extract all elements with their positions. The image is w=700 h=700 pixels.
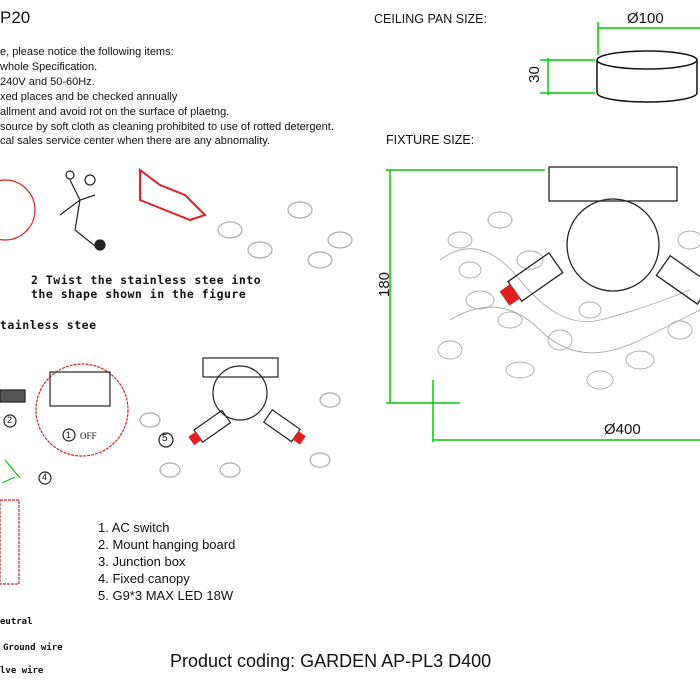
notice-line: allment and avoid rot on the surface of … — [0, 105, 230, 118]
notice-line: whole Specification. — [0, 60, 98, 73]
step1-illustration — [0, 168, 353, 269]
ceiling-pan-dimensions — [540, 22, 700, 95]
step2-line2: the shape shown in the figure — [31, 287, 247, 301]
callout-4: 4 — [42, 472, 48, 482]
ceiling-pan-drawing — [596, 50, 698, 103]
stainless-label: tainless stee — [0, 318, 97, 332]
legend-item: 5. G9*3 MAX LED 18W — [98, 588, 234, 603]
fixture-size-label: FIXTURE SIZE: — [386, 133, 475, 147]
callout-1-label: OFF — [80, 431, 97, 441]
notice-line: source by soft cloth as cleaning prohibi… — [0, 120, 334, 133]
parts-legend: 1. AC switch 2. Mount hanging board 3. J… — [98, 519, 235, 604]
ceiling-pan-diameter: Ø100 — [627, 10, 664, 27]
fixture-height: 180 — [376, 271, 394, 298]
fixture-drawing — [437, 166, 700, 390]
product-coding: Product coding: GARDEN AP-PL3 D400 — [170, 651, 492, 671]
callout-1: 1 — [66, 430, 72, 440]
callout-2: 2 — [7, 415, 13, 425]
wire-ground: Ground wire — [3, 643, 63, 653]
step3-illustration — [0, 357, 341, 585]
legend-item: 2. Mount hanging board — [98, 537, 236, 552]
page-title: P20 — [0, 8, 31, 27]
ceiling-pan-label: CEILING PAN SIZE: — [374, 12, 487, 26]
wire-live: lve wire — [0, 666, 44, 676]
fixture-diameter: Ø400 — [604, 421, 641, 438]
callout-5: 5 — [162, 433, 168, 444]
legend-item: 3. Junction box — [98, 554, 186, 569]
wire-neutral: eutral — [0, 617, 33, 627]
notice-line: 240V and 50-60Hz. — [0, 75, 95, 88]
notice-line: cal sales service center when there are … — [0, 135, 271, 148]
notice-line: e, please notice the following items: — [0, 46, 174, 58]
legend-item: 1. AC switch — [98, 520, 170, 535]
step2-line1: 2 Twist the stainless stee into — [31, 273, 262, 287]
notice-list: e, please notice the following items: wh… — [0, 45, 334, 149]
ceiling-pan-height: 30 — [525, 66, 543, 83]
fixture-dimensions — [386, 169, 700, 442]
legend-item: 4. Fixed canopy — [98, 571, 190, 586]
notice-line: xed places and be checked annually — [0, 90, 178, 103]
